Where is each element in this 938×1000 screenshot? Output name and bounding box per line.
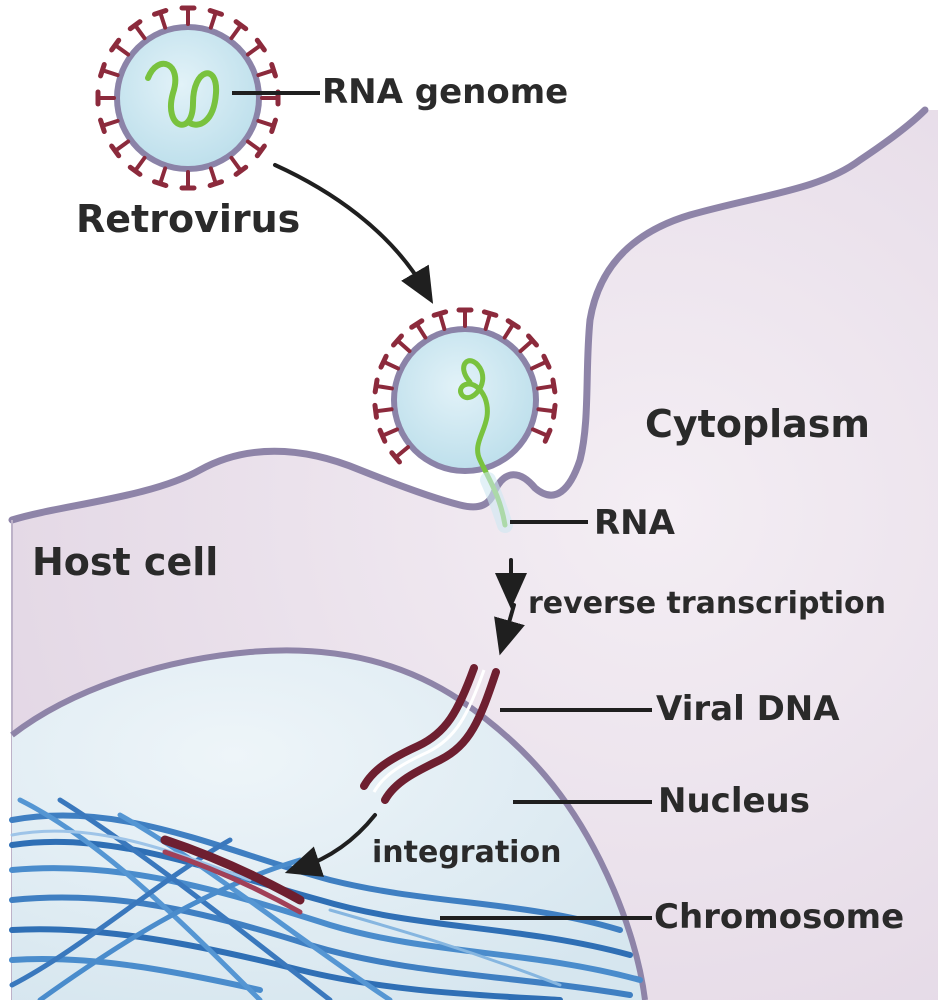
envelope-spike [414, 322, 428, 340]
spike-knob [233, 164, 249, 177]
spike-knob [391, 333, 404, 348]
envelope-spike [529, 359, 549, 371]
envelope-spike [113, 139, 131, 153]
label-reverse-transcription: reverse transcription [528, 586, 887, 621]
rna-genome-strand [145, 60, 220, 128]
spike-knob [98, 117, 107, 135]
spike-knob [409, 318, 425, 330]
label-chromosome: Chromosome [654, 897, 905, 937]
spike-knob [254, 37, 267, 53]
envelope-spike [208, 166, 218, 186]
spike-knob [505, 318, 521, 330]
envelope-spike [381, 359, 401, 371]
envelope-spike [393, 445, 410, 460]
label-viral-dna: Viral DNA [656, 689, 840, 729]
envelope-spike [133, 155, 147, 173]
cell-membrane [8, 106, 929, 524]
spike-knob [431, 309, 449, 318]
spike-knob [389, 450, 402, 465]
arrow-integration [284, 813, 377, 877]
spike-knob [526, 333, 539, 348]
label-host-cell: Host cell [32, 540, 219, 584]
nuclear-envelope [10, 647, 648, 1000]
spike-knob [254, 143, 267, 159]
spike-knob [372, 377, 380, 395]
envelope-spike [158, 10, 168, 30]
envelope-spike [256, 68, 276, 78]
spike-knob [127, 19, 143, 32]
spike-knob [207, 8, 225, 17]
envelope-spike [502, 322, 516, 340]
envelope-spike [133, 23, 147, 41]
arrow-reverse-transcription [494, 603, 525, 656]
envelope-spike [245, 43, 263, 57]
spike-knob [98, 61, 107, 79]
process-arrows [273, 163, 527, 877]
envelope-spike [208, 10, 218, 30]
spike-knob [372, 402, 379, 420]
spike-knob [233, 19, 249, 32]
viral-dna-strand [360, 664, 500, 804]
spike-knob [377, 427, 388, 444]
label-retrovirus: Retrovirus [76, 197, 301, 241]
chromosome-fibres [9, 797, 643, 1000]
envelope-spike [100, 118, 120, 128]
label-nucleus: Nucleus [658, 781, 810, 821]
envelope-spike [374, 383, 394, 391]
spike-knob [151, 8, 169, 17]
envelope-spike [395, 338, 412, 354]
spike-knob [151, 179, 169, 188]
envelope-spike [256, 118, 276, 128]
spike-knob [269, 117, 278, 135]
spike-knob [542, 427, 553, 444]
spike-knob [551, 402, 558, 420]
leader-lines [232, 91, 652, 920]
rna-strand-entering [458, 358, 508, 528]
envelope-spike [518, 338, 535, 354]
viral-capsid [120, 30, 256, 166]
spike-knob [109, 37, 122, 53]
spike-knob [269, 61, 278, 79]
spike-knob [550, 377, 558, 395]
spike-knob [207, 179, 225, 188]
label-rna-genome: RNA genome [322, 72, 569, 112]
envelope-spike [100, 68, 120, 78]
viral-capsid [397, 332, 533, 468]
envelope-spike [229, 23, 243, 41]
envelope-spike [536, 383, 556, 391]
envelope-spike [373, 407, 394, 414]
arrow-virus-to-cell [273, 163, 434, 304]
spike-knob [109, 143, 122, 159]
retrovirus-particle-top [95, 5, 281, 191]
label-rna: RNA [594, 503, 675, 543]
envelope-spike [530, 427, 550, 438]
spike-knob [127, 164, 143, 177]
envelope-spike [536, 407, 557, 414]
envelope-spike [113, 43, 131, 57]
spike-knob [481, 309, 499, 318]
envelope-spike [380, 427, 400, 438]
spike-knob [378, 353, 389, 370]
spike-knob [541, 353, 552, 370]
envelope-spike [245, 139, 263, 153]
envelope-spike [229, 155, 243, 173]
envelope-spike [437, 311, 447, 331]
envelope-spike [158, 166, 168, 186]
retrovirus-particle-entering [372, 307, 558, 474]
label-cytoplasm: Cytoplasm [645, 402, 871, 446]
envelope-spike [483, 311, 493, 331]
integrated-viral-dna [160, 835, 305, 915]
label-integration: integration [372, 835, 562, 870]
